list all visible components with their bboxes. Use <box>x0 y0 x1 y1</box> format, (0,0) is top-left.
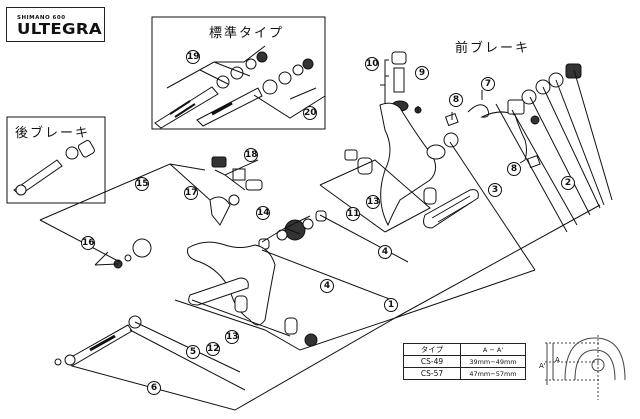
rear-brake-pad <box>188 277 249 306</box>
dimension-sketch <box>545 335 626 400</box>
part-label-8a: 8 <box>449 93 463 107</box>
cell-type: CS-57 <box>403 367 461 380</box>
part-label-7: 7 <box>481 77 495 91</box>
part-label-10: 10 <box>365 57 379 71</box>
part-label-15: 15 <box>135 177 149 191</box>
rear-caliper-parts <box>113 156 327 269</box>
front-brake-title: 前ブレーキ <box>455 41 531 56</box>
part-label-6: 6 <box>147 381 161 395</box>
logo-subtitle: SHIMANO 600 <box>17 15 66 21</box>
ultegra-logo: SHIMANO 600 ULTEGRA <box>6 7 105 42</box>
part-label-16: 16 <box>81 236 95 250</box>
part-label-13b: 13 <box>225 330 239 344</box>
return-spring <box>467 104 527 161</box>
spec-table-row: CS-57 47mm−57mm <box>403 367 526 380</box>
header-range: A − A' <box>460 343 526 356</box>
spec-table: タイプ A − A' CS-49 39mm−49mm CS-57 47mm−57… <box>403 343 526 380</box>
cell-range: 47mm−57mm <box>460 367 526 380</box>
arm-bushing <box>426 144 446 160</box>
part-label-2: 2 <box>561 176 575 190</box>
part-label-4a: 4 <box>378 245 392 259</box>
front-brake-arm <box>379 102 436 227</box>
part-label-5: 5 <box>186 345 200 359</box>
rear-brake-panel <box>6 116 106 204</box>
standard-bolt-20 <box>196 58 326 127</box>
part-label-11: 11 <box>346 207 360 221</box>
part-label-18: 18 <box>244 148 258 162</box>
leader-lines <box>39 69 613 411</box>
standard-bolt-19 <box>154 45 268 129</box>
part-label-20: 20 <box>303 106 317 120</box>
part-label-19: 19 <box>186 50 200 64</box>
pad-bolt <box>344 149 358 161</box>
cell-type: CS-49 <box>403 355 461 368</box>
spec-table-header: タイプ A − A' <box>403 343 526 356</box>
standard-type-panel <box>151 16 326 130</box>
dimension-label-a-prime: A' <box>539 362 546 370</box>
front-pivot-bolt-stack <box>380 51 422 114</box>
cell-range: 39mm−49mm <box>460 355 526 368</box>
header-type: タイプ <box>403 343 461 356</box>
part-label-1: 1 <box>384 298 398 312</box>
pad-washer <box>357 157 373 175</box>
rear-brake-bolt <box>13 140 95 196</box>
part-label-8b: 8 <box>507 162 521 176</box>
part-label-17: 17 <box>184 186 198 200</box>
rear-pad-bolt <box>304 333 318 347</box>
part-label-4b: 4 <box>320 279 334 293</box>
part-label-3: 3 <box>488 183 502 197</box>
part-label-9: 9 <box>415 66 429 80</box>
spec-table-row: CS-49 39mm−49mm <box>403 355 526 368</box>
part-label-12: 12 <box>206 342 220 356</box>
rear-brake-title: 後ブレーキ <box>15 126 91 141</box>
part-label-14: 14 <box>256 206 270 220</box>
dimension-label-a: A <box>555 356 560 364</box>
standard-type-title: 標準タイプ <box>209 26 285 41</box>
logo-title: ULTEGRA <box>17 20 103 38</box>
part-label-13a: 13 <box>366 195 380 209</box>
